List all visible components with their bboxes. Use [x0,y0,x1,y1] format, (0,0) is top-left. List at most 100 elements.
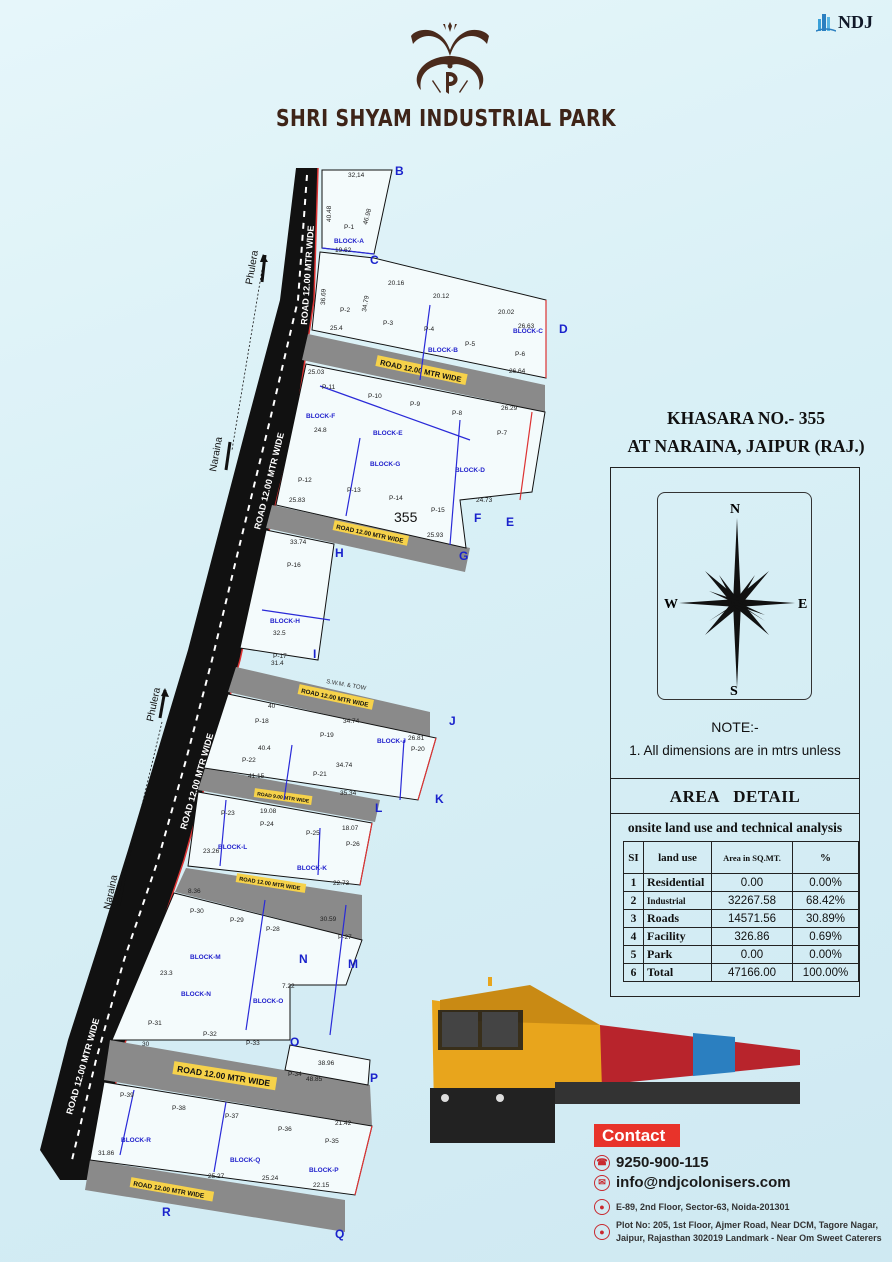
svg-text:20.02: 20.02 [498,309,515,316]
svg-text:P-5: P-5 [465,341,476,348]
svg-text:8.36: 8.36 [188,888,201,895]
svg-text:L: L [375,801,382,815]
svg-text:21.42: 21.42 [335,1120,352,1127]
contact-phone-row[interactable]: ☎ 9250-900-115 [594,1154,709,1171]
svg-text:32.5: 32.5 [273,630,286,637]
location-pin-icon: ● [594,1199,610,1215]
note-line-1: 1. All dimensions are in mtrs unless [629,743,841,758]
svg-text:P-38: P-38 [172,1105,186,1112]
khasara-mark: 355 [394,509,418,525]
developer-logo-text: NDJ [838,11,873,32]
compass-frame: N S W E [657,492,812,700]
svg-text:BLOCK-N: BLOCK-N [181,991,211,998]
svg-text:33.74: 33.74 [290,539,307,546]
block-labels: BLOCK-A BLOCK-B BLOCK-C BLOCK-D BLOCK-E … [121,238,543,1174]
divider [611,778,859,779]
svg-text:25.03: 25.03 [308,369,325,376]
col-si: SI [623,841,644,874]
compass-east-label: E [798,597,807,612]
svg-text:22.15: 22.15 [313,1182,330,1189]
svg-text:18.07: 18.07 [342,825,359,832]
svg-text:P-7: P-7 [497,430,508,437]
svg-text:P-16: P-16 [287,562,301,569]
svg-text:BLOCK-H: BLOCK-H [270,618,300,625]
svg-text:K: K [435,792,444,806]
svg-text:34.79: 34.79 [361,295,371,313]
svg-text:D: D [559,322,568,336]
main-road [40,168,318,1180]
building-icon [816,14,836,32]
svg-text:BLOCK-L: BLOCK-L [218,844,247,851]
site-location: AT NARAINA, JAIPUR (RAJ.) [627,436,865,456]
svg-text:M: M [348,957,358,971]
svg-text:24.73: 24.73 [476,497,493,504]
svg-text:36.69: 36.69 [320,288,328,305]
svg-text:7.22: 7.22 [282,983,295,990]
svg-text:R: R [162,1205,171,1219]
svg-text:J: J [449,714,456,728]
compass-west-label: W [664,597,678,612]
svg-text:P-39: P-39 [120,1092,134,1099]
area-detail-table: SI land use Area in SQ.MT. % 1 Residenti… [623,841,859,982]
svg-text:P-14: P-14 [389,495,403,502]
svg-text:C: C [370,253,379,267]
svg-text:30.59: 30.59 [320,916,337,923]
contact-address-2-row: ● Plot No: 205, 1st Floor, Ajmer Road, N… [594,1219,882,1245]
svg-text:P-3: P-3 [383,320,394,327]
svg-text:P-26: P-26 [346,841,360,848]
contact-phone[interactable]: 9250-900-115 [616,1154,709,1171]
svg-text:30: 30 [142,1041,150,1048]
plot-labels: P-1 P-2 P-3 P-4 P-5 P-6 P-7 P-8 P-9 P-10… [120,224,526,1145]
svg-text:BLOCK-P: BLOCK-P [309,1167,339,1174]
svg-text:40.48: 40.48 [326,205,333,222]
freight-train-illustration [430,977,800,1143]
svg-text:P-12: P-12 [298,477,312,484]
svg-text:P-28: P-28 [266,926,280,933]
contact-address-2: Plot No: 205, 1st Floor, Ajmer Road, Nea… [616,1220,882,1243]
project-logo [405,22,495,97]
svg-text:BLOCK-R: BLOCK-R [121,1137,151,1144]
table-header-row: SI land use Area in SQ.MT. % [623,841,859,874]
table-row: 3 Roads 14571.56 30.89% [623,909,859,928]
svg-text:23.3: 23.3 [160,970,173,977]
contact-email[interactable]: info@ndjcolonisers.com [616,1174,791,1191]
logo-emblem-icon [411,22,489,94]
svg-text:BLOCK-O: BLOCK-O [253,998,283,1005]
svg-text:BLOCK-G: BLOCK-G [370,461,400,468]
svg-text:25.93: 25.93 [427,532,444,539]
svg-text:Q: Q [335,1227,344,1241]
svg-text:31.86: 31.86 [98,1150,115,1157]
svg-text:35.34: 35.34 [340,790,357,797]
svg-text:O: O [290,1035,299,1049]
svg-text:P-4: P-4 [424,326,435,333]
area-detail-subtitle: onsite land use and technical analysis [627,820,843,835]
svg-text:25.83: 25.83 [289,497,306,504]
svg-text:Naraina: Naraina [208,436,225,473]
contact-email-row[interactable]: ✉ info@ndjcolonisers.com [594,1174,791,1191]
svg-text:20.12: 20.12 [433,293,450,300]
svg-text:48.85: 48.85 [306,1076,323,1083]
area-detail-title: AREA DETAIL [669,787,801,806]
svg-text:BLOCK-C: BLOCK-C [513,328,543,335]
svg-text:38.96: 38.96 [318,1060,335,1067]
compass-south-label: S [730,684,738,699]
svg-text:25.24: 25.24 [262,1175,279,1182]
svg-text:P-20: P-20 [411,746,425,753]
svg-text:P-36: P-36 [278,1126,292,1133]
contact-address-1: E-89, 2nd Floor, Sector-63, Noida-201301 [616,1201,790,1212]
svg-text:I: I [313,647,316,661]
svg-text:23.26: 23.26 [203,848,220,855]
svg-text:P-13: P-13 [347,487,361,494]
location-pin-icon: ● [594,1224,610,1240]
compass-north-label: N [730,502,740,517]
project-title: SHRI SHYAM INDUSTRIAL PARK [275,106,617,132]
table-row: 5 Park 0.00 0.00% [623,945,859,964]
svg-text:40.4: 40.4 [258,745,271,752]
divider [611,813,859,814]
svg-text:25.4: 25.4 [330,325,343,332]
svg-text:P-21: P-21 [313,771,327,778]
svg-text:40: 40 [268,703,276,710]
svg-text:24.8: 24.8 [314,427,327,434]
svg-text:19.08: 19.08 [260,808,277,815]
table-row: 6 Total 47166.00 100.00% [623,963,859,982]
